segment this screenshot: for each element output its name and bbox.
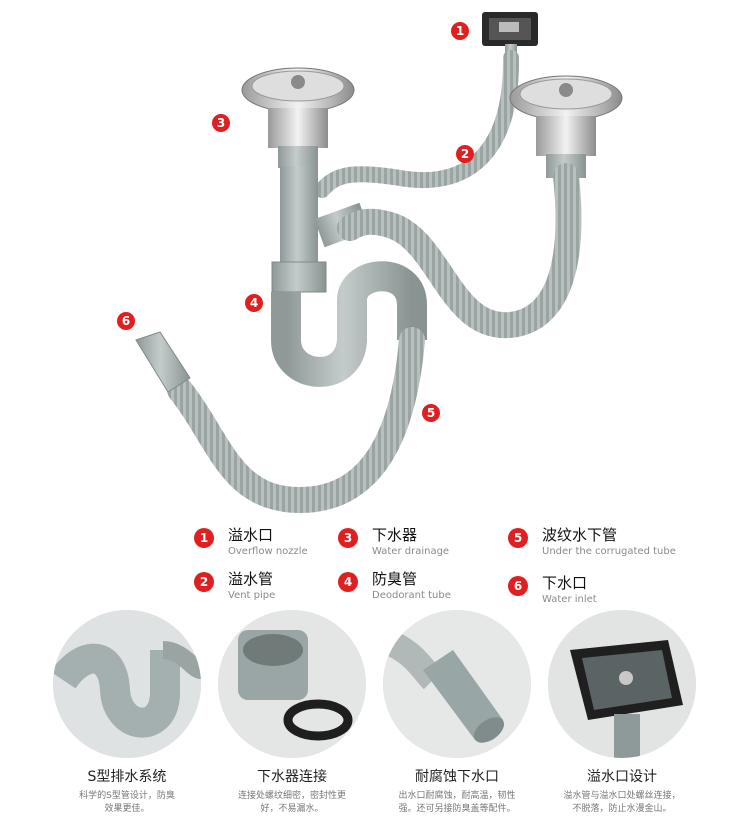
left-strainer [241, 67, 355, 168]
callout-3: 3 [212, 114, 230, 132]
feature-desc: 出水口耐腐蚀，耐高温，韧性强。还可另接防臭盖等配件。 [398, 791, 516, 814]
feature-s-trap: S型排水系统 科学的S型管设计，防臭效果更佳。 [53, 610, 201, 816]
legend-label-en: Vent pipe [228, 590, 276, 601]
feature-drain-connection: 下水器连接 连接处螺纹细密，密封性更好，不易漏水。 [218, 610, 366, 816]
feature-title: 耐腐蚀下水口 [415, 769, 499, 785]
right-strainer [509, 75, 623, 178]
legend-label-zh: 防臭管 [372, 570, 418, 588]
drain-connection-photo [218, 610, 366, 758]
feature-water-inlet: 耐腐蚀下水口 出水口耐腐蚀，耐高温，韧性强。还可另接防臭盖等配件。 [383, 610, 531, 816]
legend-label-zh: 波纹水下管 [542, 526, 618, 544]
legend-label-zh: 下水口 [542, 574, 588, 592]
under-corrugated-tube [167, 327, 425, 514]
feature-desc: 溢水管与溢水口处螺丝连接，不脱落，防止水漫金山。 [563, 791, 681, 814]
product-diagram [135, 12, 623, 514]
legend-number: 4 [338, 572, 358, 592]
legend-number: 3 [338, 528, 358, 548]
callout-4: 4 [245, 294, 263, 312]
legend-number: 2 [194, 572, 214, 592]
feature-title: S型排水系统 [87, 769, 167, 785]
water-inlet-photo [383, 610, 531, 758]
callout-5: 5 [422, 404, 440, 422]
deodorant-tube [271, 166, 427, 387]
legend-number: 5 [508, 528, 528, 548]
legend-number: 1 [194, 528, 214, 548]
callout-6: 6 [117, 312, 135, 330]
feature-overflow-design: 溢水口设计 溢水管与溢水口处螺丝连接，不脱落，防止水漫金山。 [548, 610, 696, 816]
legend-number: 6 [508, 576, 528, 596]
legend-label-en: Water inlet [542, 594, 597, 605]
feature-desc: 连接处螺纹细密，密封性更好，不易漏水。 [237, 791, 346, 814]
right-corrugated-pipe [337, 163, 582, 339]
legend-label-en: Overflow nozzle [228, 546, 308, 557]
feature-desc: 科学的S型管设计，防臭效果更佳。 [79, 791, 175, 814]
legend-label-zh: 溢水管 [228, 570, 274, 588]
water-inlet [135, 331, 191, 393]
callout-1: 1 [451, 22, 469, 40]
legend-label-zh: 下水器 [372, 526, 418, 544]
overflow-design-photo [548, 610, 696, 758]
legend-label-en: Water drainage [372, 546, 450, 557]
legend-label-en: Under the corrugated tube [542, 546, 676, 557]
feature-title: 溢水口设计 [587, 769, 657, 785]
callout-2: 2 [456, 145, 474, 163]
vent-pipe [314, 50, 520, 198]
legend-label-en: Deodorant tube [372, 590, 451, 601]
s-trap-photo [53, 610, 201, 758]
feature-title: 下水器连接 [257, 769, 327, 785]
legend-label-zh: 溢水口 [228, 526, 274, 544]
